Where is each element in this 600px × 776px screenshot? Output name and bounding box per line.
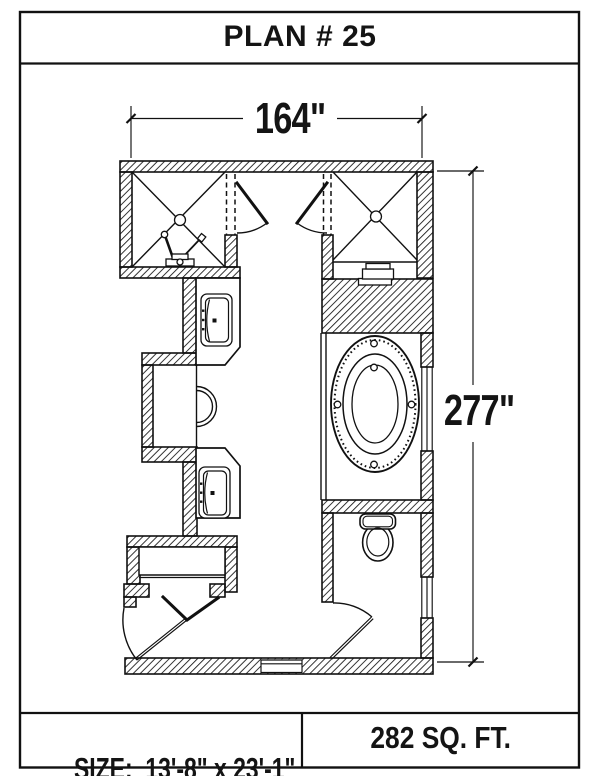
makeup-alcove-stool-icon — [195, 365, 218, 447]
page-frame — [18, 10, 581, 769]
footer-area-value: 282 SQ. FT. — [370, 720, 512, 755]
window-right-lower — [421, 576, 433, 619]
height-dimension-label: 277" — [434, 389, 524, 433]
width-dimension — [125, 106, 428, 158]
vanity-sink-upper-icon — [195, 277, 241, 366]
page-title: PLAN # 25 — [223, 20, 377, 53]
width-dimension-value: 164" — [254, 94, 326, 143]
garden-tub-icon — [320, 333, 420, 500]
window-right-upper — [421, 366, 433, 452]
walls-hatched — [119, 160, 434, 675]
entry-door-swing-icon — [122, 607, 188, 661]
footer-size-value: SIZE: 13'-8" x 23'-1" — [74, 751, 296, 776]
toilet-room-door-icon — [329, 602, 374, 660]
vanity-sink-lower-icon — [195, 447, 241, 519]
footer-area-label: 282 SQ. FT. — [302, 722, 580, 753]
footer-size-label: SIZE: 13'-8" x 23'-1" — [40, 722, 374, 776]
shower-stall-right-icon — [332, 171, 418, 286]
width-dimension-label: 164" — [240, 97, 340, 141]
shower-door-right — [294, 174, 332, 235]
height-dimension — [437, 165, 484, 668]
height-dimension-value: 277" — [443, 386, 515, 435]
toilet-icon — [359, 513, 397, 562]
window-bottom — [260, 659, 303, 673]
shower-door-left — [225, 174, 270, 235]
shower-stall-left-icon — [131, 171, 226, 268]
